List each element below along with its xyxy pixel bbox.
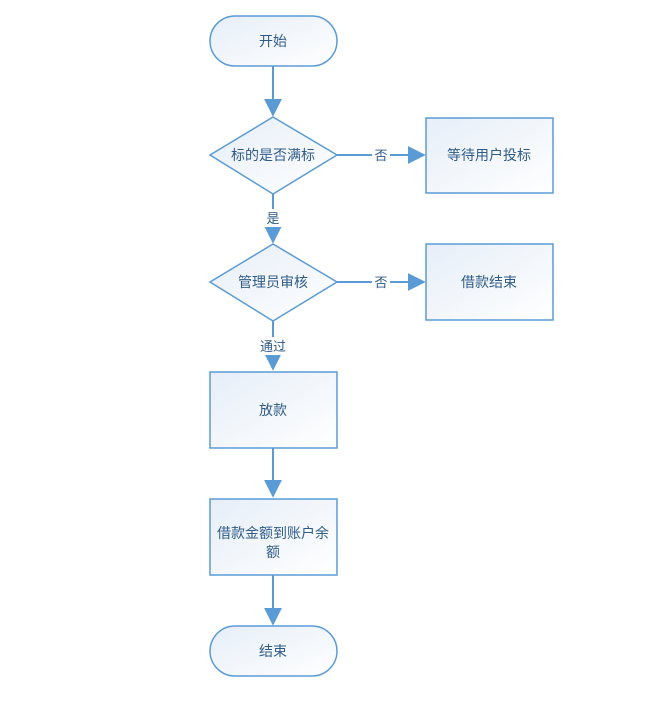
disburse-node bbox=[209, 371, 338, 449]
label-decision1-yes: 是 bbox=[266, 212, 279, 227]
wait-bid-node bbox=[425, 117, 554, 194]
decision-admin-review-node bbox=[208, 243, 339, 322]
decision-admin-review-label: 管理员审核 bbox=[238, 275, 308, 291]
label-decision2-pass: 通过 bbox=[260, 340, 286, 355]
loan-end-node bbox=[425, 243, 554, 321]
disburse-label: 放款 bbox=[259, 403, 287, 419]
loan-end-label: 借款结束 bbox=[461, 275, 517, 291]
decision-full-bid-label: 标的是否满标 bbox=[231, 148, 315, 164]
label-decision2-no: 否 bbox=[374, 276, 387, 291]
transfer-balance-label-line1: 借款金额到账户余 bbox=[217, 525, 329, 542]
end-node bbox=[209, 625, 338, 677]
start-node bbox=[209, 15, 338, 67]
end-label: 结束 bbox=[259, 644, 287, 660]
label-decision1-no: 否 bbox=[374, 149, 387, 164]
wait-bid-label: 等待用户投标 bbox=[447, 147, 531, 164]
start-label: 开始 bbox=[259, 34, 287, 50]
transfer-balance-label-line2: 额 bbox=[266, 545, 280, 561]
transfer-balance-node bbox=[209, 498, 338, 576]
decision-full-bid-node bbox=[208, 116, 339, 195]
